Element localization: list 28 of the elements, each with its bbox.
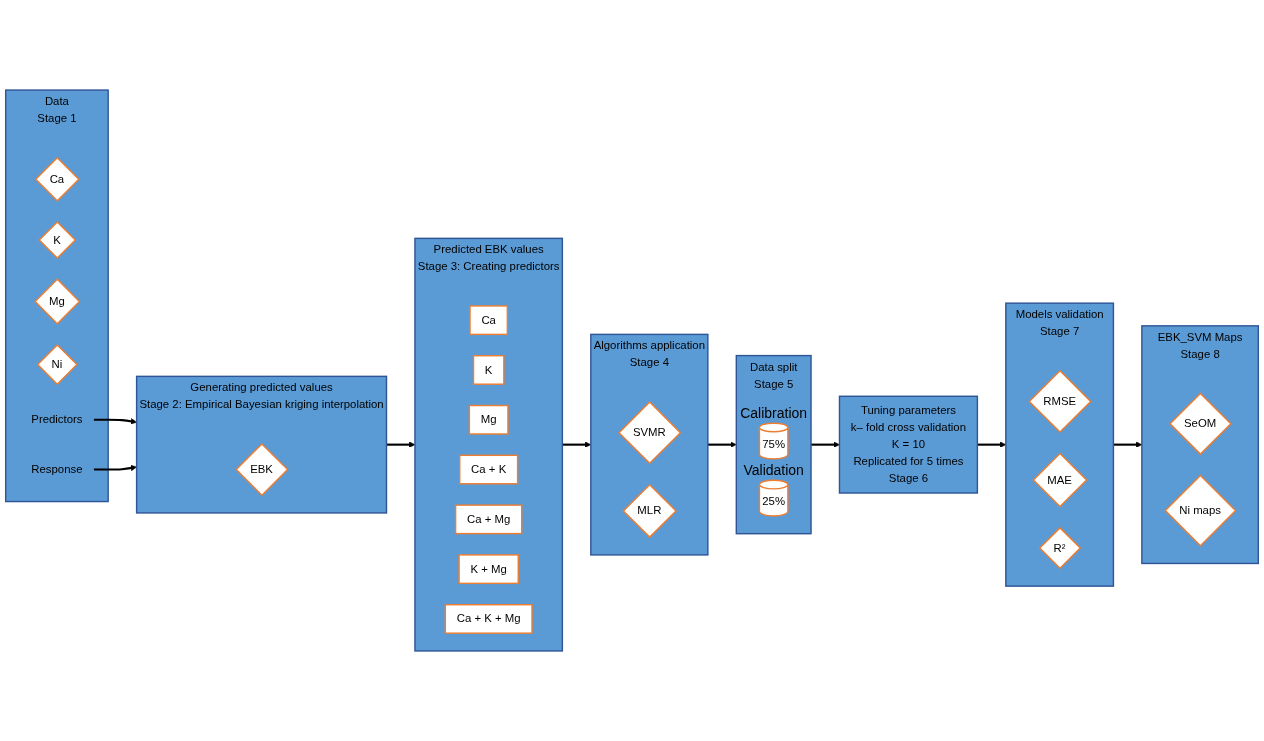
node-box: Ca + K xyxy=(459,454,519,485)
node-box: Mg xyxy=(468,404,509,435)
node-text: Response xyxy=(31,463,83,476)
node-diamond: Ni maps xyxy=(1164,474,1237,547)
node-box: Tuning parameters k– fold cross validation K = 10 Replicated for 5 times Stage 6 xyxy=(838,395,979,494)
node-diamond: K xyxy=(38,220,77,260)
node-diamond: MLR xyxy=(622,483,677,539)
node-text: Predictors xyxy=(31,413,83,426)
arrow xyxy=(93,464,137,472)
arrow xyxy=(811,441,840,448)
node-diamond: Ca xyxy=(34,156,80,202)
node-box: K xyxy=(472,355,505,385)
node-caption: Calibration xyxy=(740,405,808,422)
node-box: Ca xyxy=(469,305,509,336)
node-diamond: SeOM xyxy=(1169,392,1232,456)
node-box: Ca + K + Mg xyxy=(444,604,533,634)
arrow xyxy=(93,418,137,425)
node-box: Ca + Mg xyxy=(454,504,523,535)
node-box: K + Mg xyxy=(458,554,519,585)
node-diamond: EBK xyxy=(235,442,289,497)
node-diamond: Ni xyxy=(36,343,78,386)
node-diamond: SVMR xyxy=(618,400,682,465)
node-diamond: Mg xyxy=(34,278,81,325)
node-diamond: R² xyxy=(1038,526,1082,570)
arrow xyxy=(707,441,737,448)
node-diamond: RMSE xyxy=(1028,369,1092,434)
node-caption: Validation xyxy=(743,462,804,479)
node-diamond: MAE xyxy=(1032,452,1088,508)
